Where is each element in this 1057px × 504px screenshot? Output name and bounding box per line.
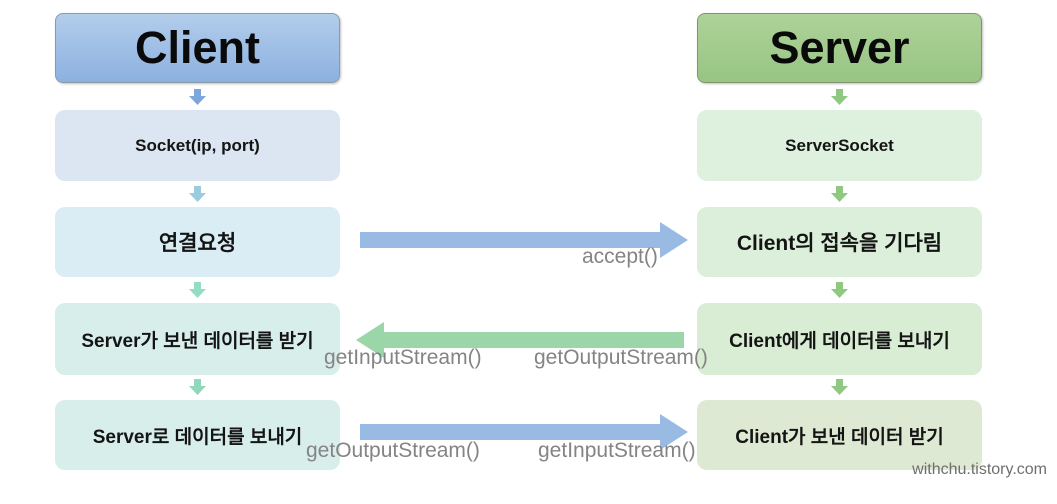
server-step-send-data: Client에게 데이터를 보내기 [697, 303, 982, 375]
server-step-serversocket: ServerSocket [697, 110, 982, 181]
client-step-send-data: Server로 데이터를 보내기 [55, 400, 340, 470]
arrow-down-icon [831, 186, 848, 202]
client-header: Client [55, 13, 340, 83]
server-step-wait-connection: Client의 접속을 기다림 [697, 207, 982, 277]
client-step-socket: Socket(ip, port) [55, 110, 340, 181]
getinputstream-label: getInputStream() [538, 439, 696, 462]
accept-label: accept() [582, 245, 658, 268]
getoutputstream-label: getOutputStream() [306, 439, 480, 462]
server-header: Server [697, 13, 982, 83]
arrow-down-icon [831, 379, 848, 395]
watermark: withchu.tistory.com [912, 461, 1047, 478]
arrow-down-icon [831, 89, 848, 105]
client-step-receive-data: Server가 보낸 데이터를 받기 [55, 303, 340, 375]
arrow-down-icon [831, 282, 848, 298]
arrow-down-icon [189, 379, 206, 395]
client-step-connect-request: 연결요청 [55, 207, 340, 277]
arrow-right-accept-icon [360, 222, 688, 263]
arrow-down-icon [189, 282, 206, 298]
arrow-down-icon [189, 186, 206, 202]
arrow-left-data-icon [356, 322, 684, 363]
server-step-receive-data: Client가 보낸 데이터 받기 [697, 400, 982, 470]
arrow-right-data-icon [360, 414, 688, 455]
getoutputstream-label: getOutputStream() [534, 346, 708, 369]
getinputstream-label: getInputStream() [324, 346, 482, 369]
arrow-down-icon [189, 89, 206, 105]
